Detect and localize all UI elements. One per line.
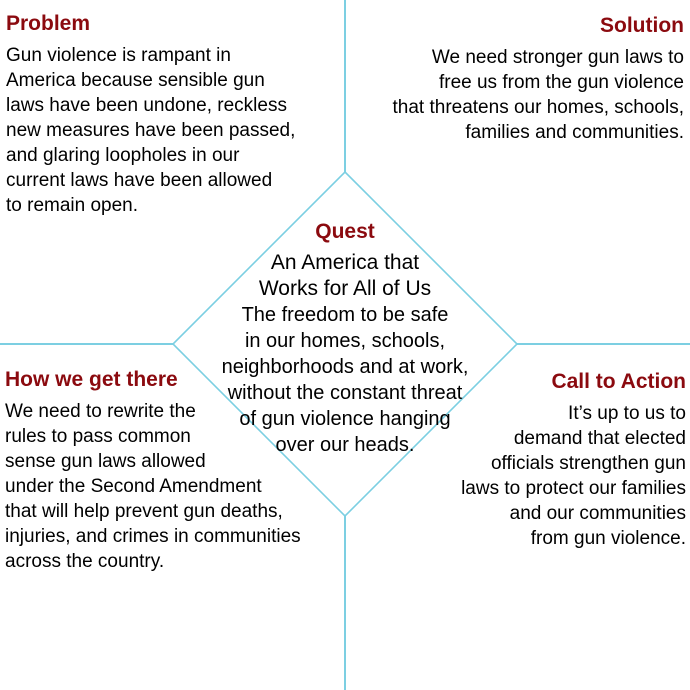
call-to-action-text: It’s up to us to demand that elected off… — [461, 403, 686, 549]
problem-text: Gun violence is rampant in America becau… — [6, 45, 296, 216]
quadrant-solution: Solution We need stronger gun laws to fr… — [324, 14, 685, 145]
quadrant-how-we-get-there: How we get there We need to rewrite the … — [5, 368, 357, 574]
diamond-outline — [171, 170, 519, 518]
quest-title: Quest — [315, 220, 375, 243]
quest-text: The freedom to be safe in our homes, sch… — [221, 304, 469, 456]
center-quest-diamond: Quest An America that Works for All of U… — [170, 220, 520, 458]
quadrant-call-to-action: Call to Action It’s up to us to demand t… — [376, 370, 686, 551]
quest-subtitle: An America that Works for All of Us — [258, 251, 432, 300]
how-we-get-there-title: How we get there — [5, 368, 178, 391]
quadrant-problem: Problem Gun violence is rampant in Ameri… — [6, 12, 354, 218]
problem-title: Problem — [6, 12, 91, 35]
call-to-action-title: Call to Action — [551, 370, 686, 393]
solution-text: We need stronger gun laws to free us fro… — [392, 47, 685, 143]
how-we-get-there-text: We need to rewrite the rules to pass com… — [5, 401, 301, 572]
solution-title: Solution — [600, 14, 684, 37]
